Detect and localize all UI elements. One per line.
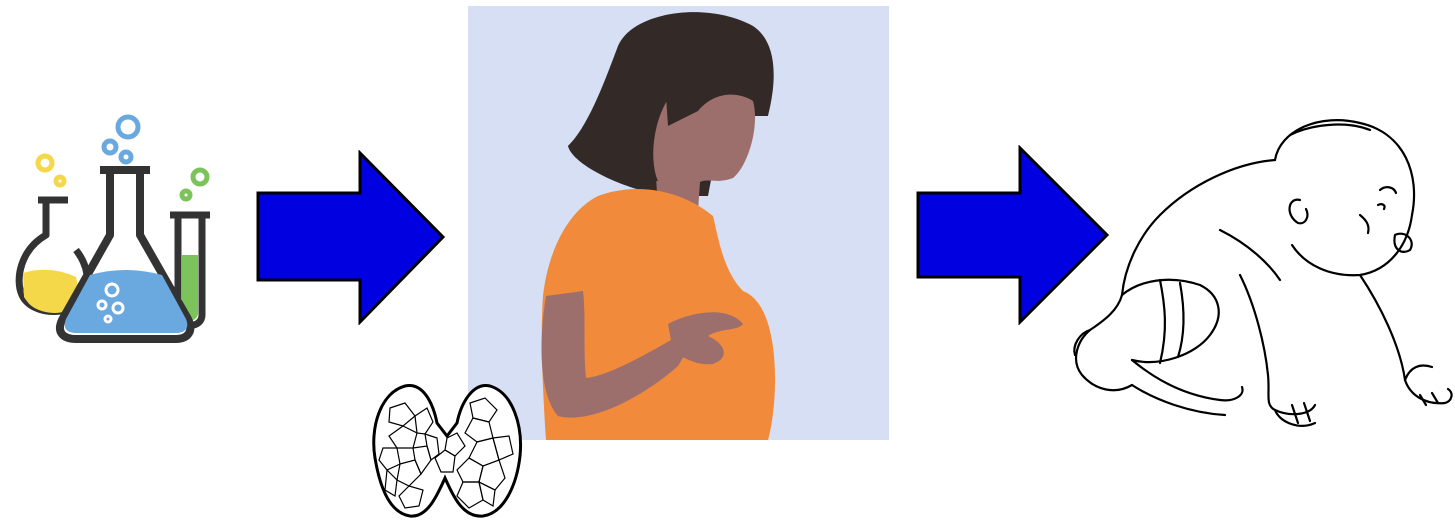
crawling-baby-icon (1060, 105, 1455, 435)
right-arrow-icon (255, 150, 450, 325)
lab-flasks-icon (10, 105, 225, 345)
pregnant-woman-icon (468, 6, 889, 440)
thyroid-gland-icon (365, 378, 530, 522)
